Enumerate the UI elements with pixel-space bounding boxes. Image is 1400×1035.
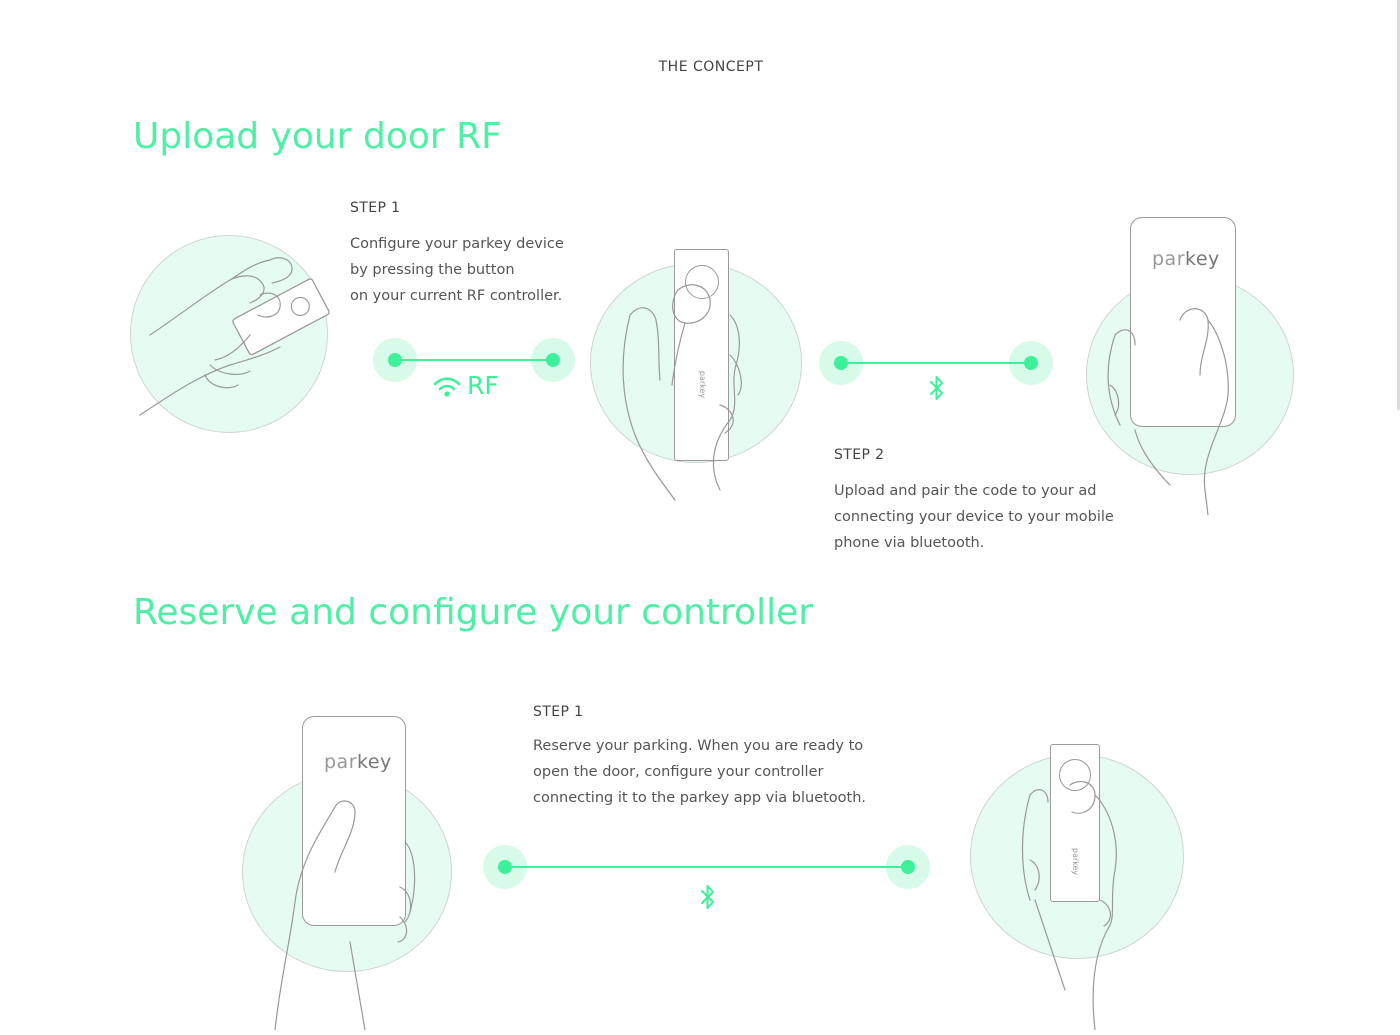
illustration-parkey-fob-2: parkey xyxy=(970,740,1190,1030)
concept-kicker: THE CONCEPT xyxy=(658,59,764,75)
bluetooth-link-connector xyxy=(819,341,1053,385)
hand-holding-phone-sketch xyxy=(1107,308,1229,515)
parkey-logo: parkey xyxy=(1152,248,1220,270)
step-text-line: Reserve your parking. When you are ready… xyxy=(533,738,864,754)
logo-text-par: par xyxy=(1152,248,1186,270)
step-text-line: Upload and pair the code to your ad xyxy=(834,483,1097,499)
illustration-parkey-fob: parkey xyxy=(590,245,805,505)
step-text-line: connecting it to the parkey app via blue… xyxy=(533,790,867,806)
section1-step1-text: Configure your parkey device by pressing… xyxy=(350,231,564,309)
page-edge-shadow xyxy=(1397,0,1400,410)
section-title-upload: Upload your door RF xyxy=(133,116,502,157)
parkey-logo: parkey xyxy=(324,751,392,773)
fob-button xyxy=(1059,759,1091,791)
illustration-parkey-phone-2: parkey xyxy=(240,712,460,1030)
logo-text-par: par xyxy=(324,751,358,773)
hand-holding-remote-sketch xyxy=(139,257,330,416)
hand-holding-phone-sketch xyxy=(274,800,416,1030)
illustration-parkey-phone: parkey xyxy=(1080,215,1305,515)
fob-button xyxy=(684,265,719,299)
hand-holding-fob-sketch xyxy=(1021,781,1117,1030)
bluetooth-icon xyxy=(930,376,943,400)
parkey-fob-device: parkey xyxy=(674,249,729,461)
parkey-fob-device: parkey xyxy=(1050,744,1100,902)
step-text-line: phone via bluetooth. xyxy=(834,535,985,551)
logo-text-key: key xyxy=(357,751,392,773)
step-text-line: by pressing the button xyxy=(350,262,515,278)
step-text-line: open the door, configure your controller xyxy=(533,764,824,780)
logo-text-key: key xyxy=(1185,248,1220,270)
rf-link-connector xyxy=(373,338,575,382)
section1-step2-text: Upload and pair the code to your ad conn… xyxy=(834,478,1114,556)
rf-label: RF xyxy=(467,371,499,400)
phone-device: parkey xyxy=(1130,217,1236,427)
wifi-icon xyxy=(433,377,461,397)
section-title-reserve: Reserve and configure your controller xyxy=(133,592,814,633)
section2-step1-text: Reserve your parking. When you are ready… xyxy=(533,733,866,811)
step-text-line: on your current RF controller. xyxy=(350,288,563,304)
hand-holding-fob-sketch xyxy=(622,284,742,501)
illustration-rf-controller xyxy=(110,225,350,435)
section2-step1-label: STEP 1 xyxy=(533,704,584,720)
step-text-line: connecting your device to your mobile xyxy=(834,509,1114,525)
bluetooth-link-connector-2 xyxy=(483,845,930,889)
section1-step2-label: STEP 2 xyxy=(834,447,885,463)
bluetooth-icon xyxy=(701,885,714,909)
section1-step1-label: STEP 1 xyxy=(350,200,401,216)
step-text-line: Configure your parkey device xyxy=(350,236,564,252)
